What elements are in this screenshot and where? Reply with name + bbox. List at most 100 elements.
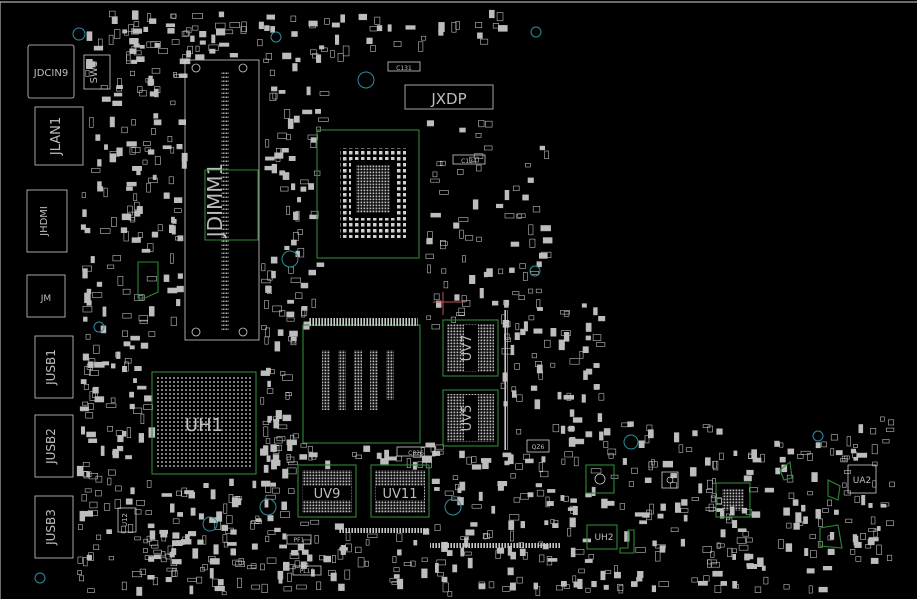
passive-component <box>309 214 319 220</box>
passive-component <box>240 26 247 34</box>
passive-component <box>683 514 688 522</box>
switch-sw1[interactable]: SW1 <box>83 54 111 90</box>
passive-component <box>286 317 295 322</box>
passive-component <box>858 424 864 434</box>
passive-component <box>541 456 546 463</box>
passive-component <box>100 445 105 456</box>
passive-component <box>733 450 738 456</box>
passive-component <box>460 547 465 557</box>
passive-component <box>265 285 272 293</box>
chip-uv11[interactable]: UV11 <box>370 464 430 518</box>
passive-component <box>622 458 627 465</box>
dimm-socket-jdimm1[interactable]: JDIMM1 <box>184 59 260 341</box>
passive-component <box>126 51 131 62</box>
passive-component <box>421 557 428 562</box>
passive-component <box>502 586 511 592</box>
passive-component <box>788 492 795 499</box>
passive-component <box>461 295 467 302</box>
passive-component <box>129 147 136 155</box>
passive-component <box>854 541 862 548</box>
connector-jusb1[interactable]: JUSB1 <box>34 335 74 399</box>
passive-component <box>265 53 273 60</box>
passive-component <box>319 91 330 96</box>
passive-component <box>338 583 345 591</box>
connector-jxdp[interactable]: JXDP <box>404 84 494 110</box>
passive-component <box>491 300 499 306</box>
passive-component <box>122 29 127 34</box>
passive-component <box>300 282 309 289</box>
passive-component <box>471 456 477 463</box>
passive-component <box>144 147 151 152</box>
passive-component <box>132 166 142 171</box>
passive-component <box>539 470 549 478</box>
chip-uh2[interactable]: UH2 <box>586 524 618 550</box>
passive-component <box>478 491 483 501</box>
passive-component <box>79 510 86 522</box>
passive-component <box>870 427 877 435</box>
passive-component <box>125 455 132 460</box>
cpu-socket[interactable] <box>316 129 420 259</box>
passive-component <box>184 490 194 495</box>
passive-component <box>657 513 664 519</box>
passive-component <box>152 577 158 586</box>
passive-component <box>174 208 182 213</box>
passive-component <box>478 120 485 128</box>
connector-jlan1[interactable]: JLAN1 <box>34 106 84 166</box>
chip-ua2[interactable]: UA2 <box>847 464 877 494</box>
passive-component <box>291 31 298 37</box>
passive-component <box>150 41 161 48</box>
passive-component <box>136 499 145 506</box>
passive-component <box>547 489 556 493</box>
passive-component <box>170 147 175 154</box>
passive-component <box>115 352 120 358</box>
passive-component <box>557 391 562 400</box>
passive-component <box>271 459 277 470</box>
passive-component <box>139 319 148 324</box>
passive-component <box>149 306 155 317</box>
connector-jusb3[interactable]: JUSB3 <box>34 495 74 559</box>
passive-component <box>870 516 876 525</box>
connector-jhdmi[interactable]: JHDMI <box>26 189 68 253</box>
passive-component <box>172 518 180 524</box>
passive-component <box>153 549 162 554</box>
passive-component <box>223 503 228 514</box>
passive-component <box>681 499 688 506</box>
passive-component <box>178 119 187 125</box>
passive-component <box>173 74 181 78</box>
passive-component <box>519 548 526 556</box>
passive-component <box>732 553 736 560</box>
passive-component <box>852 534 857 543</box>
passive-component <box>180 539 192 545</box>
chip-uv5[interactable]: UV5 <box>442 389 499 447</box>
passive-component <box>716 542 721 549</box>
passive-component <box>89 370 99 376</box>
passive-component <box>465 529 475 536</box>
passive-component <box>265 156 275 161</box>
passive-component <box>452 564 458 573</box>
passive-component <box>849 549 856 555</box>
connector-jusb2[interactable]: JUSB2 <box>34 414 74 478</box>
passive-component <box>129 345 135 350</box>
passive-component <box>163 274 170 282</box>
passive-component <box>367 533 378 538</box>
passive-component <box>321 47 328 52</box>
passive-component <box>520 521 526 529</box>
chip-uv7[interactable]: UV7 <box>442 319 499 377</box>
passive-component <box>148 177 158 183</box>
passive-component <box>761 565 766 571</box>
chip-uv9[interactable]: UV9 <box>297 464 357 518</box>
passive-component <box>563 331 570 342</box>
green-shape-ua2 <box>827 479 841 501</box>
passive-component <box>712 478 716 484</box>
passive-component <box>590 468 602 474</box>
passive-component <box>330 572 337 582</box>
passive-component <box>269 92 277 101</box>
passive-component <box>583 370 588 380</box>
passive-component <box>504 213 515 219</box>
connector-jdcin9[interactable]: JDCIN9 <box>27 44 75 99</box>
chip-uh1[interactable]: UH1 <box>151 371 257 475</box>
passive-component <box>363 445 371 452</box>
connector-jm[interactable]: JM <box>26 274 66 318</box>
passive-component <box>405 25 416 30</box>
passive-component <box>283 109 291 119</box>
